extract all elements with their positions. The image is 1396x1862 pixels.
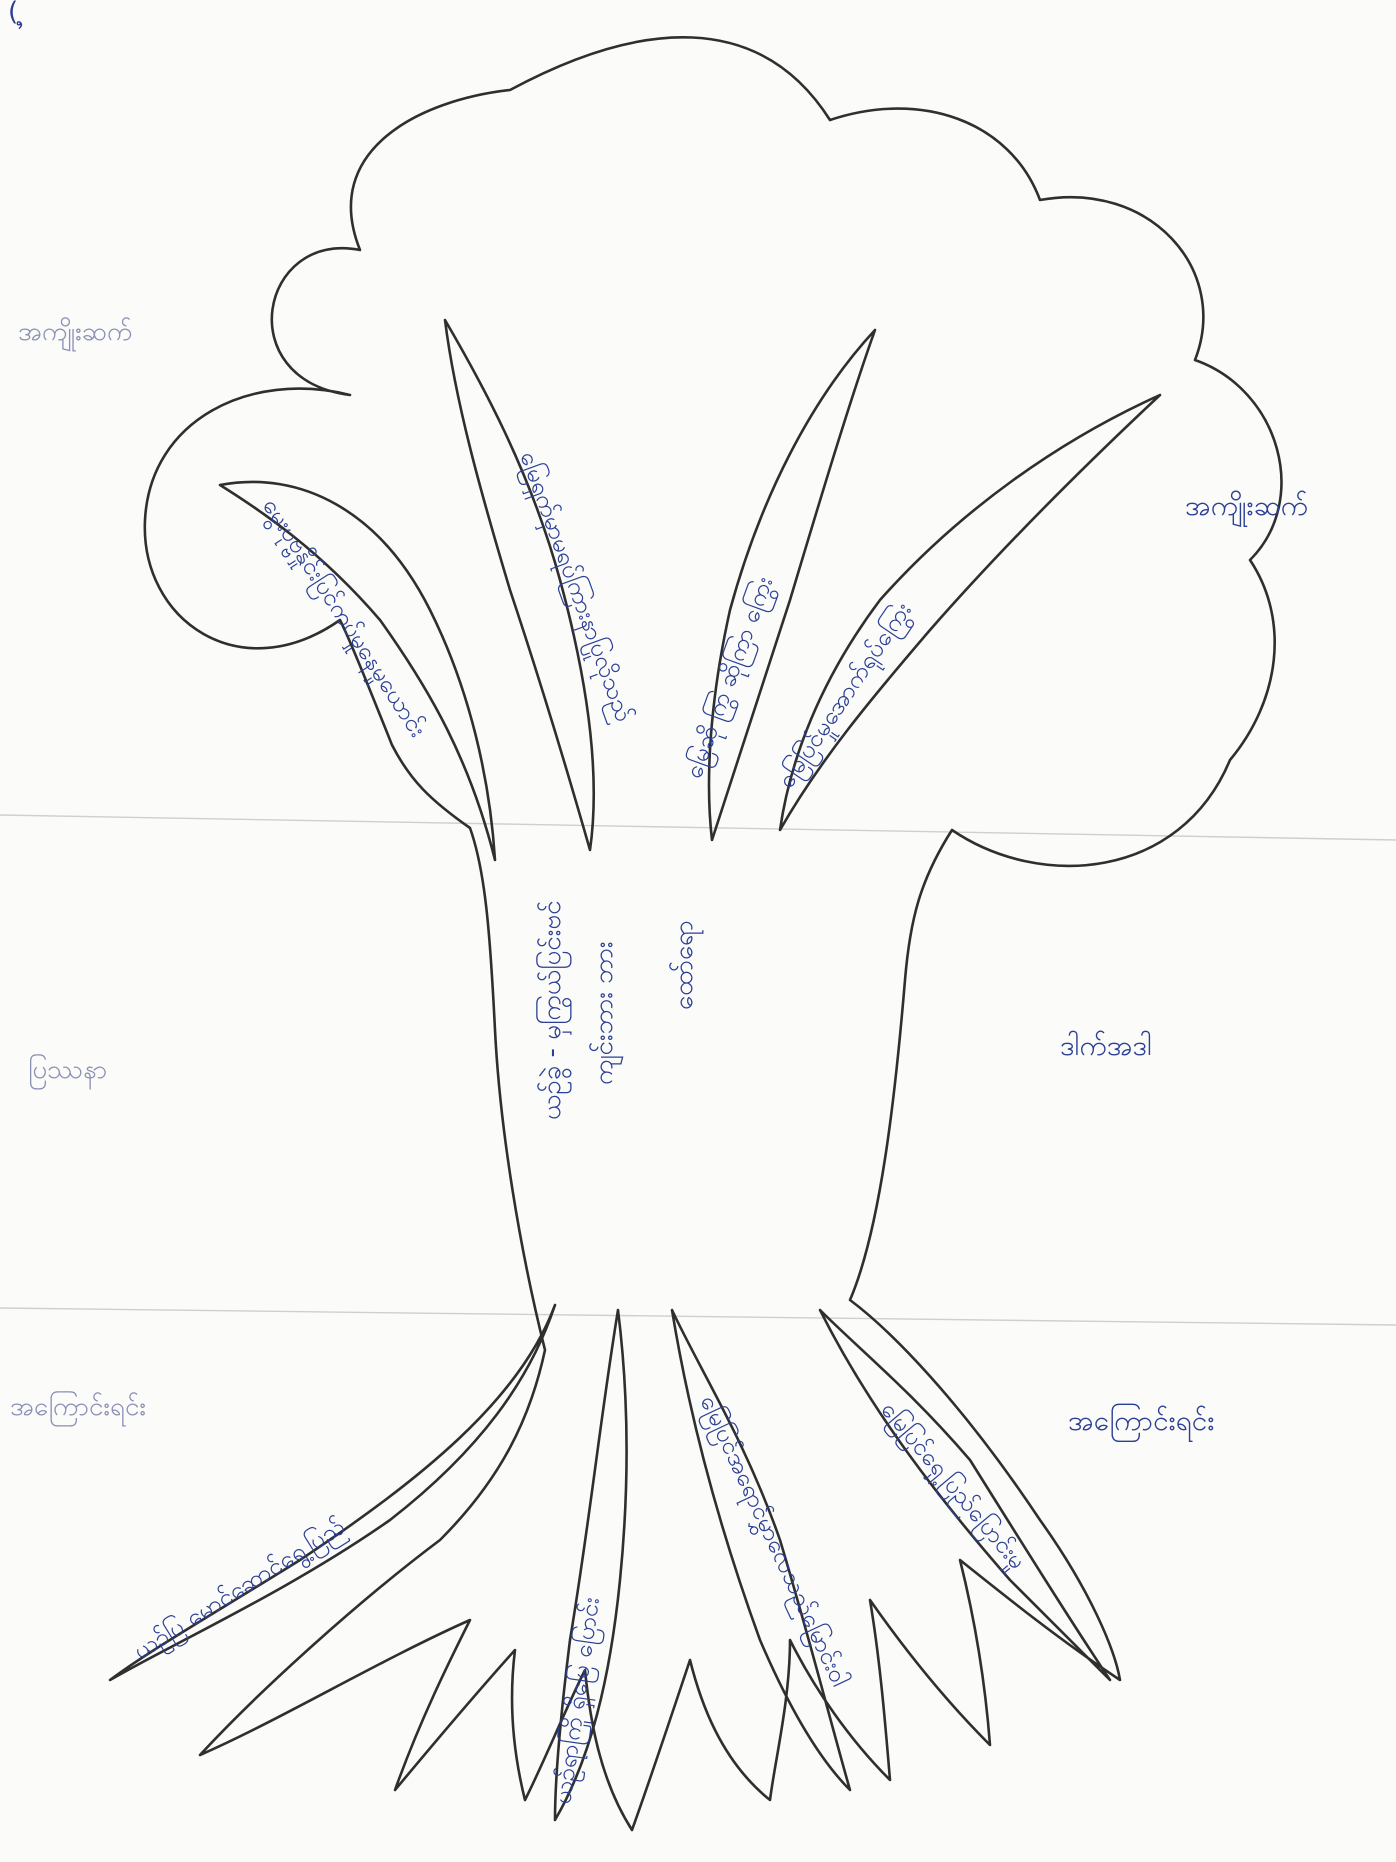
label-trunk-left: ပြဿနာ [28,1052,107,1090]
root-text-3: မြေပြင်အရောင်မွှာလေသည်မြောင်းဝါ [690,1390,856,1693]
branch-blade-4 [780,395,1160,830]
root-text-4: မြေပြင်ရှေ့ပြည်ပြောင်းမှု [871,1395,1033,1579]
label-crown-left: အကျိုးဆက် [18,316,133,352]
problem-line-3: ထော်ရော [668,920,704,1010]
root-text-1: ယဉ်ပြ မောင်ဆောင်ရွေ့ပြည် [127,1511,353,1671]
label-roots-left: အကြောင်းရင်း [10,1389,146,1427]
label-leaves: အကျိုးဆက် [1185,488,1309,528]
corner-note: ( ຸ [8,0,26,30]
branch-text-4: မြေပြင်မှုအောက်ရုပ်ကြွေး [770,596,921,796]
fold-line-upper [0,815,1396,840]
branch-blade-1 [220,482,495,860]
fold-line-lower [0,1308,1396,1325]
branch-text-3: မြေဆို ကြွ ဆိုကြာ ကြွေး [677,572,783,784]
problem-line-2: ကျင်းဘား ဘား [588,942,624,1086]
branch-text-2: မြေရှက်မှာမရပ်ကြားနာပြုလိုသည် [509,447,641,728]
label-trunk-right: ဒါက်အဒါ [1060,1028,1152,1062]
root-blade-3 [672,1310,850,1790]
tree-outline [145,37,1282,1830]
label-roots-right: အကြောင်းရင်း [1068,1402,1214,1443]
branch-text-1: မွေးပုဗ္ဗနှိုင်းပြင်ကပ်မှုနေမှုယောင်း [252,492,434,745]
problem-line-1: ယဥ်ခွဲ - မှကြွယ်ပြင်းဗင် [534,900,572,1120]
